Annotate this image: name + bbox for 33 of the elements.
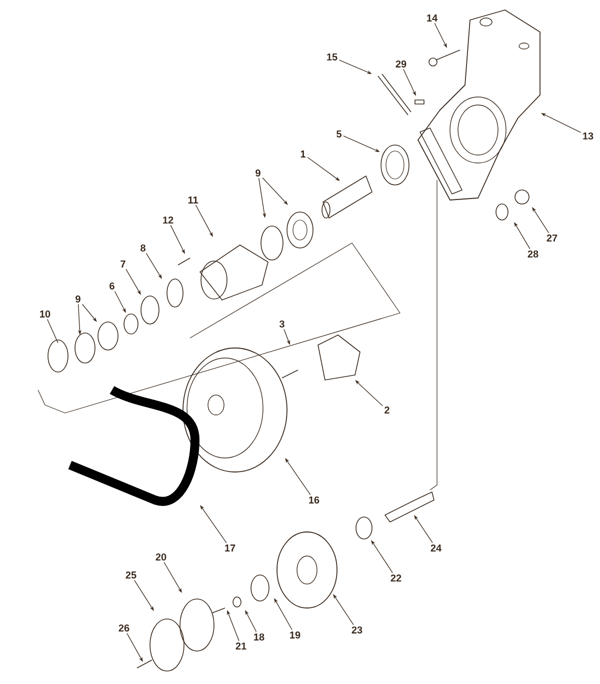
callout-number: 26 bbox=[118, 624, 130, 632]
callout-number: 5 bbox=[336, 130, 342, 138]
callout-number: 12 bbox=[163, 216, 174, 224]
callout-number: 1 bbox=[300, 150, 306, 158]
callout-number: 9 bbox=[256, 169, 260, 177]
callout-number: 18 bbox=[254, 633, 264, 641]
callout-number: 22 bbox=[390, 574, 402, 582]
callout-number: 23 bbox=[352, 626, 362, 634]
callout-number: 14 bbox=[427, 14, 438, 22]
leader-line bbox=[355, 380, 383, 406]
callout-number: 25 bbox=[126, 571, 136, 579]
leader-line bbox=[82, 304, 97, 322]
callout-number: 20 bbox=[156, 553, 166, 561]
callout-number: 10 bbox=[40, 310, 50, 318]
leader-line bbox=[47, 318, 58, 344]
callout-number: 27 bbox=[546, 234, 558, 242]
callout-number: 8 bbox=[140, 244, 146, 252]
callout-number: 29 bbox=[396, 60, 406, 68]
callout-number: 9 bbox=[76, 295, 80, 303]
callout-number: 15 bbox=[327, 54, 338, 60]
callout-number: 7 bbox=[120, 260, 126, 268]
callout-number: 13 bbox=[583, 132, 594, 140]
callout-number: 24 bbox=[430, 544, 442, 552]
callout-number: 3 bbox=[279, 320, 284, 328]
callout-number: 11 bbox=[188, 196, 198, 204]
callout-number: 19 bbox=[290, 631, 300, 639]
callout-number: 6 bbox=[110, 282, 114, 290]
callout-number: 16 bbox=[309, 496, 320, 504]
leader-line bbox=[262, 177, 288, 205]
callout-number: 2 bbox=[384, 406, 390, 414]
callout-number: 17 bbox=[225, 544, 236, 552]
callout-number: 21 bbox=[236, 642, 246, 650]
callout-number: 28 bbox=[528, 250, 538, 258]
